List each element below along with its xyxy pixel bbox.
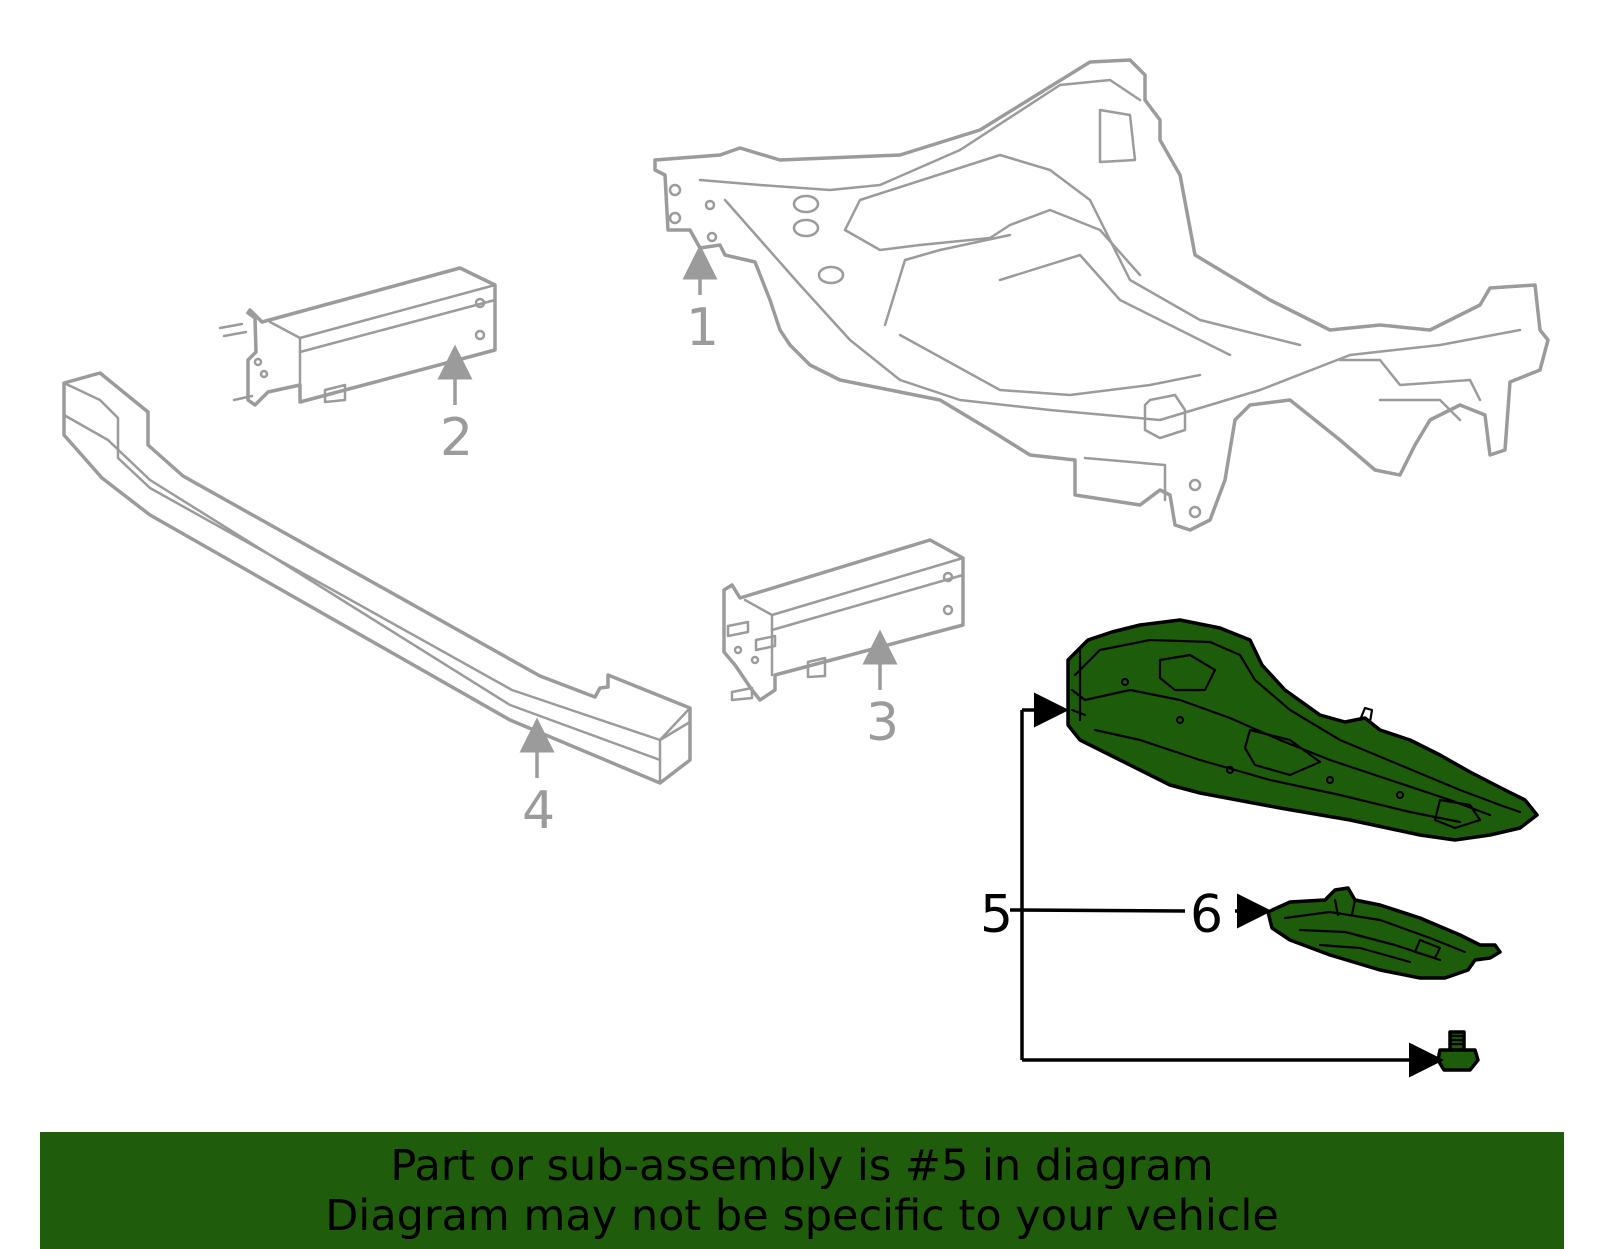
bolt [1436,1030,1480,1072]
callout-2: 2 [440,408,473,468]
part-5-under-cover [1066,618,1539,842]
leader-5-bracket [1009,692,1444,1078]
callout-5: 5 [980,885,1013,945]
part-6-cover-panel [1266,886,1502,980]
callout-1: 1 [686,298,719,358]
banner-line-1: Part or sub-assembly is #5 in diagram [390,1140,1214,1191]
banner-line-2: Diagram may not be specific to your vehi… [325,1190,1279,1241]
part-2-bracket [218,266,497,407]
part-4-reinforcement [62,371,692,785]
part-1-subframe [653,58,1550,532]
parts-diagram: 1 2 3 4 [62,58,1550,1078]
part-3-bracket [722,538,965,702]
info-banner: Part or sub-assembly is #5 in diagram Di… [40,1132,1564,1249]
callout-3: 3 [866,693,899,753]
callout-4: 4 [522,781,555,841]
callout-6: 6 [1190,885,1223,945]
